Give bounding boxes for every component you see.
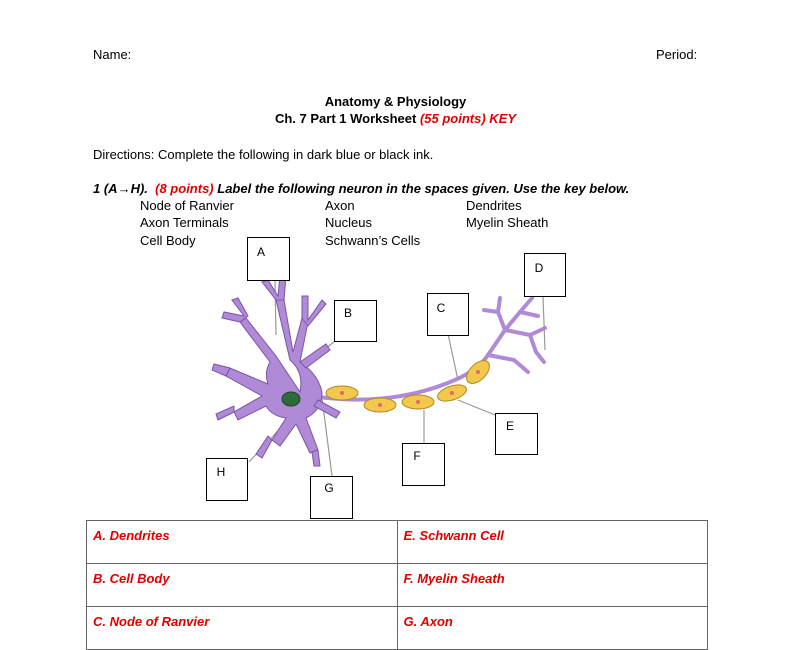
answer-cell[interactable]: B. Cell Body (86, 563, 398, 607)
answer-cell[interactable]: A. Dendrites (86, 520, 398, 564)
answer-cell[interactable]: E. Schwann Cell (396, 520, 708, 564)
label-a: A (256, 245, 265, 259)
question-points: (8 points) (155, 181, 214, 196)
label-e: E (505, 419, 514, 433)
answer-table: A. Dendrites E. Schwann Cell B. Cell Bod… (86, 520, 708, 650)
label-box-e[interactable] (495, 413, 538, 455)
table-row: A. Dendrites E. Schwann Cell (86, 520, 708, 564)
label-box-h[interactable] (206, 458, 248, 501)
label-box-d[interactable] (524, 253, 566, 297)
question-text: Label the following neuron in the spaces… (217, 181, 630, 196)
arrow-icon: → (117, 181, 131, 196)
worksheet-key: KEY (485, 111, 517, 126)
course-title: Anatomy & Physiology (324, 94, 467, 109)
worksheet-title: Ch. 7 Part 1 Worksheet (55 points) KEY (0, 111, 791, 126)
question-number-suffix: H). (130, 181, 148, 196)
label-f: F (413, 449, 421, 463)
axon-terminals (482, 296, 547, 374)
word-key-1-1: Node of Ranvier (140, 198, 234, 213)
worksheet-title-text: Ch. 7 Part 1 Worksheet (274, 111, 420, 126)
answer-cell[interactable]: F. Myelin Sheath (396, 563, 708, 607)
label-d: D (534, 261, 544, 275)
label-c: C (436, 301, 446, 315)
question-prompt: 1 (A→H). (8 points) Label the following … (93, 181, 629, 196)
word-key-3-2: Schwann’s Cells (325, 233, 421, 248)
word-key-1-3: Dendrites (466, 198, 522, 213)
name-label: Name: (93, 47, 132, 62)
worksheet-points: (55 points) (419, 111, 486, 126)
nucleus (281, 391, 301, 407)
table-row: B. Cell Body F. Myelin Sheath (86, 563, 708, 607)
label-box-g[interactable] (310, 476, 353, 519)
label-b: B (343, 306, 352, 320)
neuron-diagram (211, 275, 547, 477)
word-key-2-3: Myelin Sheath (466, 215, 549, 230)
label-box-b[interactable] (334, 300, 377, 342)
cell-body (211, 275, 341, 467)
label-box-a[interactable] (247, 237, 290, 281)
word-key-3-1: Cell Body (140, 233, 196, 248)
table-row: C. Node of Ranvier G. Axon (86, 606, 708, 650)
word-key-2-2: Nucleus (325, 215, 372, 230)
label-box-f[interactable] (402, 443, 445, 486)
answer-cell[interactable]: C. Node of Ranvier (86, 606, 398, 650)
label-h: H (216, 465, 226, 479)
question-number-prefix: 1 (A (93, 181, 118, 196)
period-label: Period: (656, 47, 698, 62)
word-key-2-1: Axon Terminals (140, 215, 229, 230)
directions: Directions: Complete the following in da… (93, 147, 434, 162)
word-key-1-2: Axon (325, 198, 355, 213)
label-g: G (324, 481, 334, 495)
schwann-nuclei (340, 370, 480, 407)
label-box-c[interactable] (427, 293, 469, 336)
answer-cell[interactable]: G. Axon (396, 606, 708, 650)
